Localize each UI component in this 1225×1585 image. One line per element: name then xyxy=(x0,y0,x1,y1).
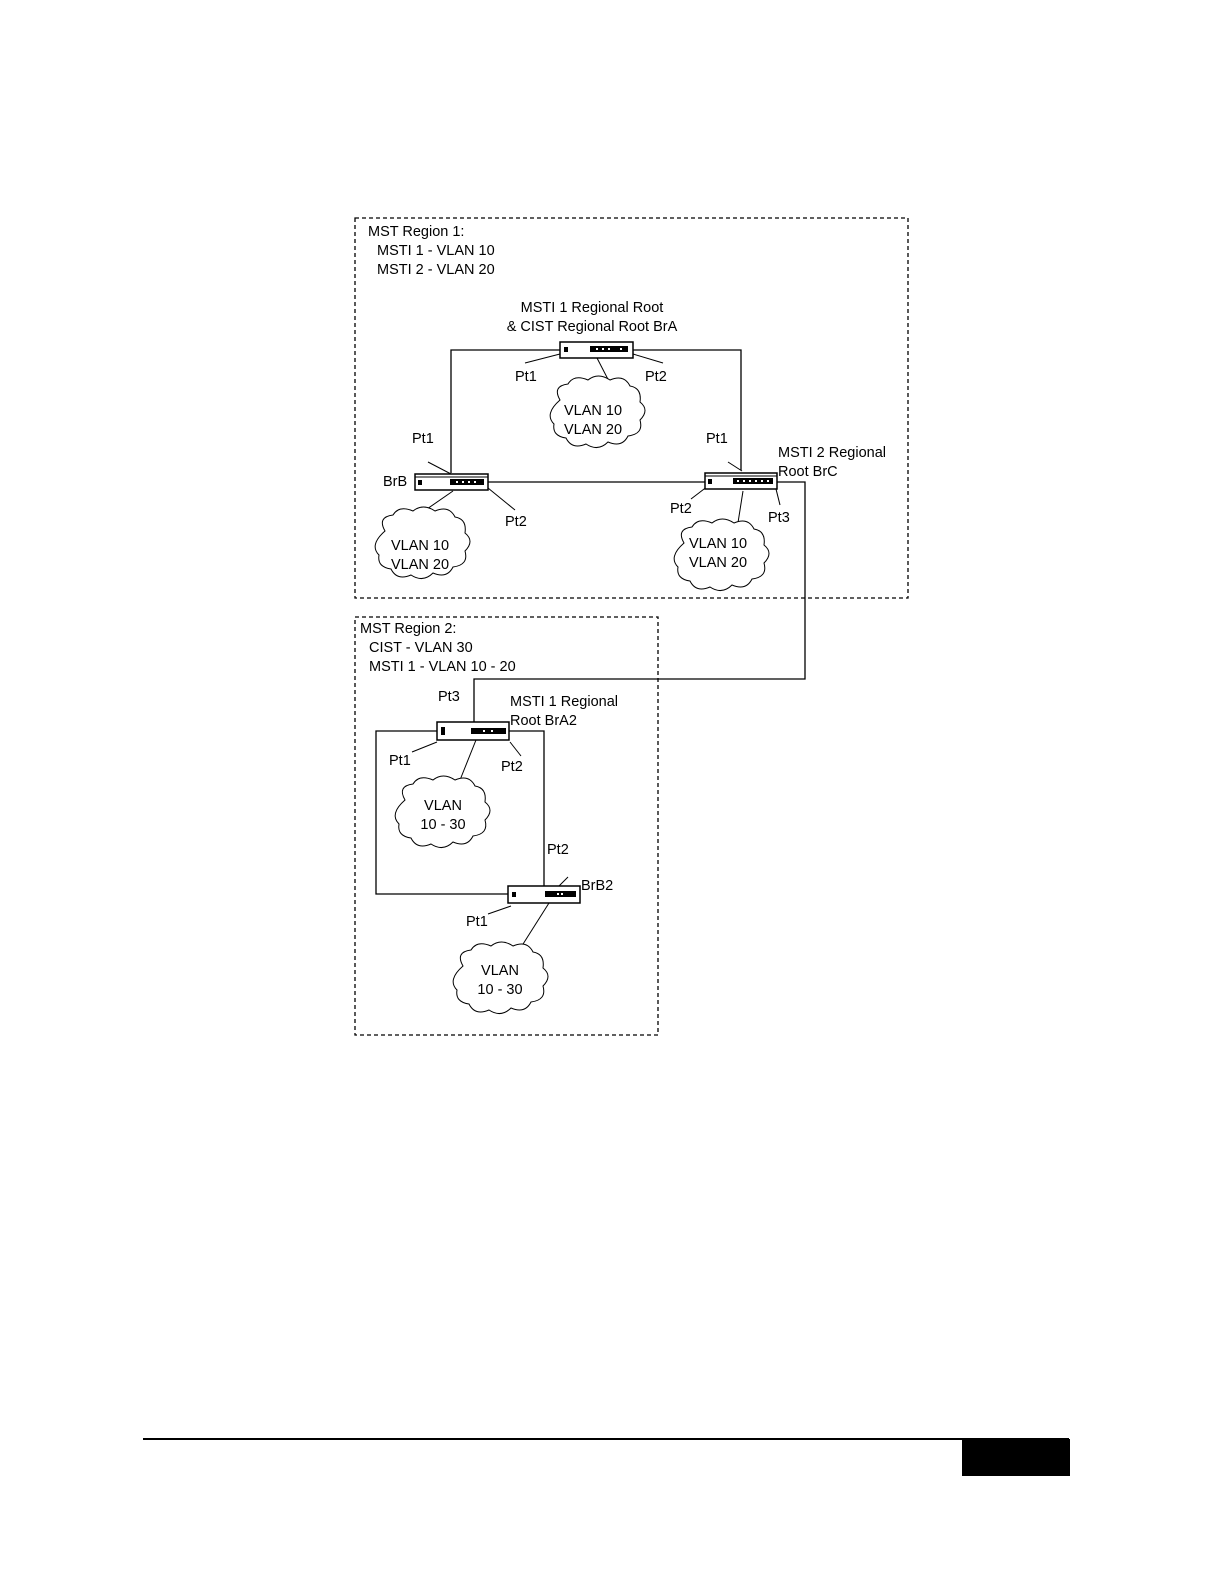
port-label: Pt1 xyxy=(389,753,411,769)
cloud-lead xyxy=(457,739,477,786)
cloud-brb: VLAN 10 VLAN 20 xyxy=(374,506,471,579)
port-tick xyxy=(427,461,452,475)
port-label: Pt3 xyxy=(438,689,460,705)
cloud-bra: VLAN 10 VLAN 20 xyxy=(549,375,646,448)
region-1-line: MSTI 2 - VLAN 20 xyxy=(377,262,495,278)
port-tick xyxy=(632,353,664,364)
cloud-label: VLAN xyxy=(424,798,462,814)
region-1-boundary xyxy=(354,217,909,599)
link-bra-brb xyxy=(450,349,560,473)
cloud-brb2: VLAN 10 - 30 xyxy=(452,941,549,1014)
page-number-tab xyxy=(962,1439,1070,1476)
region-1-line: MSTI 1 - VLAN 10 xyxy=(377,243,495,259)
cloud-label: VLAN 20 xyxy=(391,557,449,573)
link-bra2-brb2-pt1 xyxy=(375,730,508,895)
brc-caption: MSTI 2 Regional xyxy=(778,445,886,461)
bridge-brb2[interactable] xyxy=(507,885,581,904)
region-1-title: MST Region 1: xyxy=(368,224,464,240)
cloud-brc: VLAN 10 VLAN 20 xyxy=(673,518,770,591)
cloud-label: 10 - 30 xyxy=(420,817,465,833)
footer-rule xyxy=(143,1438,1069,1440)
cloud-bra2: VLAN 10 - 30 xyxy=(394,775,491,848)
cloud-label: VLAN 10 xyxy=(391,538,449,554)
port-tick xyxy=(487,905,512,915)
region-2-boundary xyxy=(354,616,659,1036)
port-label: Pt1 xyxy=(466,914,488,930)
port-tick xyxy=(727,461,743,472)
cloud-label: VLAN 10 xyxy=(564,403,622,419)
link-bra-brc xyxy=(633,349,742,470)
region-2-line: MSTI 1 - VLAN 10 - 20 xyxy=(369,659,516,675)
bridge-brc[interactable] xyxy=(704,472,778,490)
cloud-label: VLAN xyxy=(481,963,519,979)
port-tick xyxy=(487,487,516,511)
cloud-label: 10 - 30 xyxy=(477,982,522,998)
bridge-bra2[interactable] xyxy=(436,721,510,741)
region-2-title: MST Region 2: xyxy=(360,621,456,637)
port-tick xyxy=(524,353,561,364)
port-label: Pt1 xyxy=(706,431,728,447)
link-brc-bra2 xyxy=(473,481,806,722)
port-label: Pt2 xyxy=(547,842,569,858)
bra2-caption: MSTI 1 Regional xyxy=(510,694,618,710)
bra-caption: & CIST Regional Root BrA xyxy=(507,319,678,335)
cloud-label: VLAN 20 xyxy=(564,422,622,438)
brb-caption: BrB xyxy=(383,474,407,490)
bra-caption: MSTI 1 Regional Root xyxy=(521,300,664,316)
port-label: Pt3 xyxy=(768,510,790,526)
port-label: Pt2 xyxy=(670,501,692,517)
port-label: Pt2 xyxy=(501,759,523,775)
port-tick xyxy=(411,741,438,753)
bridge-bra[interactable] xyxy=(559,341,634,359)
bra2-caption: Root BrA2 xyxy=(510,713,577,729)
bridge-brb[interactable] xyxy=(414,473,489,491)
port-label: Pt2 xyxy=(645,369,667,385)
port-label: Pt2 xyxy=(505,514,527,530)
cloud-label: VLAN 10 xyxy=(689,536,747,552)
cloud-label: VLAN 20 xyxy=(689,555,747,571)
port-label: Pt1 xyxy=(515,369,537,385)
port-label: Pt1 xyxy=(412,431,434,447)
link-bra2-brb2-pt2 xyxy=(508,730,545,886)
brb2-caption: BrB2 xyxy=(581,878,613,894)
port-tick xyxy=(775,488,781,506)
port-tick xyxy=(509,741,522,757)
region-2-line: CIST - VLAN 30 xyxy=(369,640,473,656)
brc-caption: Root BrC xyxy=(778,464,838,480)
